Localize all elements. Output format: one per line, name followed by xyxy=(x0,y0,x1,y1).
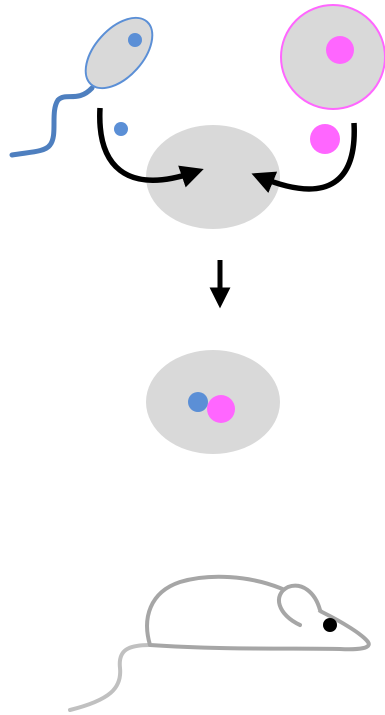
zygote-egg-pronucleus xyxy=(207,395,235,423)
mouse-tail xyxy=(68,643,152,712)
mouse xyxy=(68,574,371,712)
reconstructed-zygote xyxy=(146,350,280,454)
sperm-nucleus xyxy=(114,122,128,136)
egg-nucleus xyxy=(326,36,354,64)
mouse-ear xyxy=(276,583,322,627)
sperm-head xyxy=(84,16,154,90)
mouse-body xyxy=(145,574,371,652)
sperm-head-nucleus xyxy=(128,33,142,47)
sperm-cell xyxy=(9,16,154,158)
enucleated-oocyte xyxy=(146,125,280,229)
zygote-sperm-pronucleus xyxy=(188,392,208,412)
arrow-egg-nucleus-into-oocyte xyxy=(251,122,357,193)
mouse-eye xyxy=(323,618,337,632)
egg-cell xyxy=(280,4,385,110)
arrow-sperm-nucleus-into-oocyte xyxy=(97,107,204,188)
egg-nucleus-isolated xyxy=(310,124,340,154)
sperm-tail xyxy=(9,85,95,158)
